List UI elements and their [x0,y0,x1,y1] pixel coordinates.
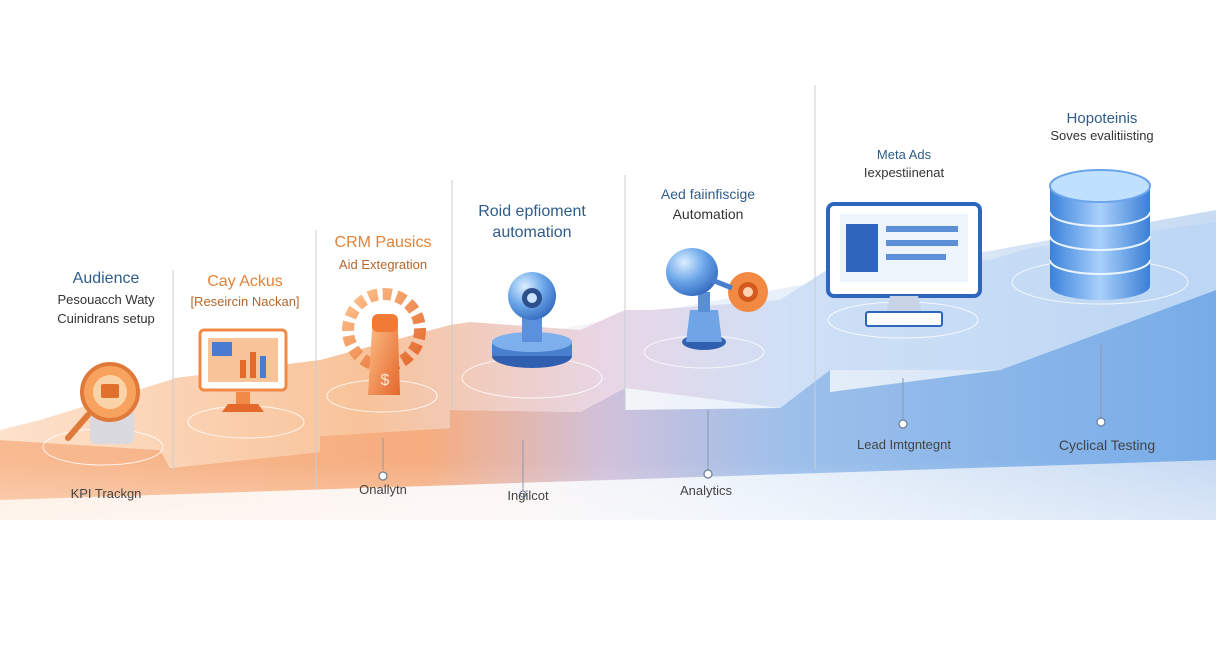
step-3-title: CRM Pausics [334,234,432,251]
step-4-bottom-label: Ingilcot [507,488,549,503]
step-6-title: Meta Ads [876,147,932,162]
step-5-bottom-label: Analytics [679,483,733,498]
stair-front [0,290,1216,500]
step-4-title: Roid epfioment [478,203,586,220]
monitor-chart-icon [198,328,288,412]
step-1-title: Audience [72,270,140,287]
marker-dots [378,417,1106,498]
step-7-bottom-label: Cyclical Testing [1058,437,1156,453]
step-4-subtitle-1: automation [492,224,572,241]
step-7-subtitle-1: Soves evalitiisting [1050,128,1154,143]
marker-stems [382,345,1102,490]
step-3-bottom-label: Onallytn [359,482,407,497]
step-1-subtitle-1: Pesouacch Waty [57,292,155,307]
step-2-title: Cay Ackus [207,273,283,290]
step-5-subtitle-1: Automation [672,206,744,222]
step-3-subtitle-1: Aid Extegration [338,257,428,272]
step-6-bottom-label: Lead Imtgntegnt [857,437,951,452]
guide-lines [172,85,816,490]
magnifier-icon [65,362,140,444]
step-2-subtitle-1: [Reseircin Nackan] [190,294,300,309]
database-icon [1049,169,1151,300]
step-1-subtitle-2: Cuinidrans setup [57,311,155,326]
step-1-bottom-label: KPI Trackgn [70,486,142,501]
robot-arm-icon [492,272,572,368]
desktop-monitor-icon [826,202,982,327]
step-6-subtitle-1: Iexpestiinenat [863,165,945,180]
step-7-title: Hopoteinis [1066,110,1138,127]
svg-text:$: $ [381,372,390,389]
lamp-device-icon [666,248,768,350]
step-5-title: Aed faiinfiscige [660,186,756,202]
gear-hand-icon: $ [342,288,426,395]
